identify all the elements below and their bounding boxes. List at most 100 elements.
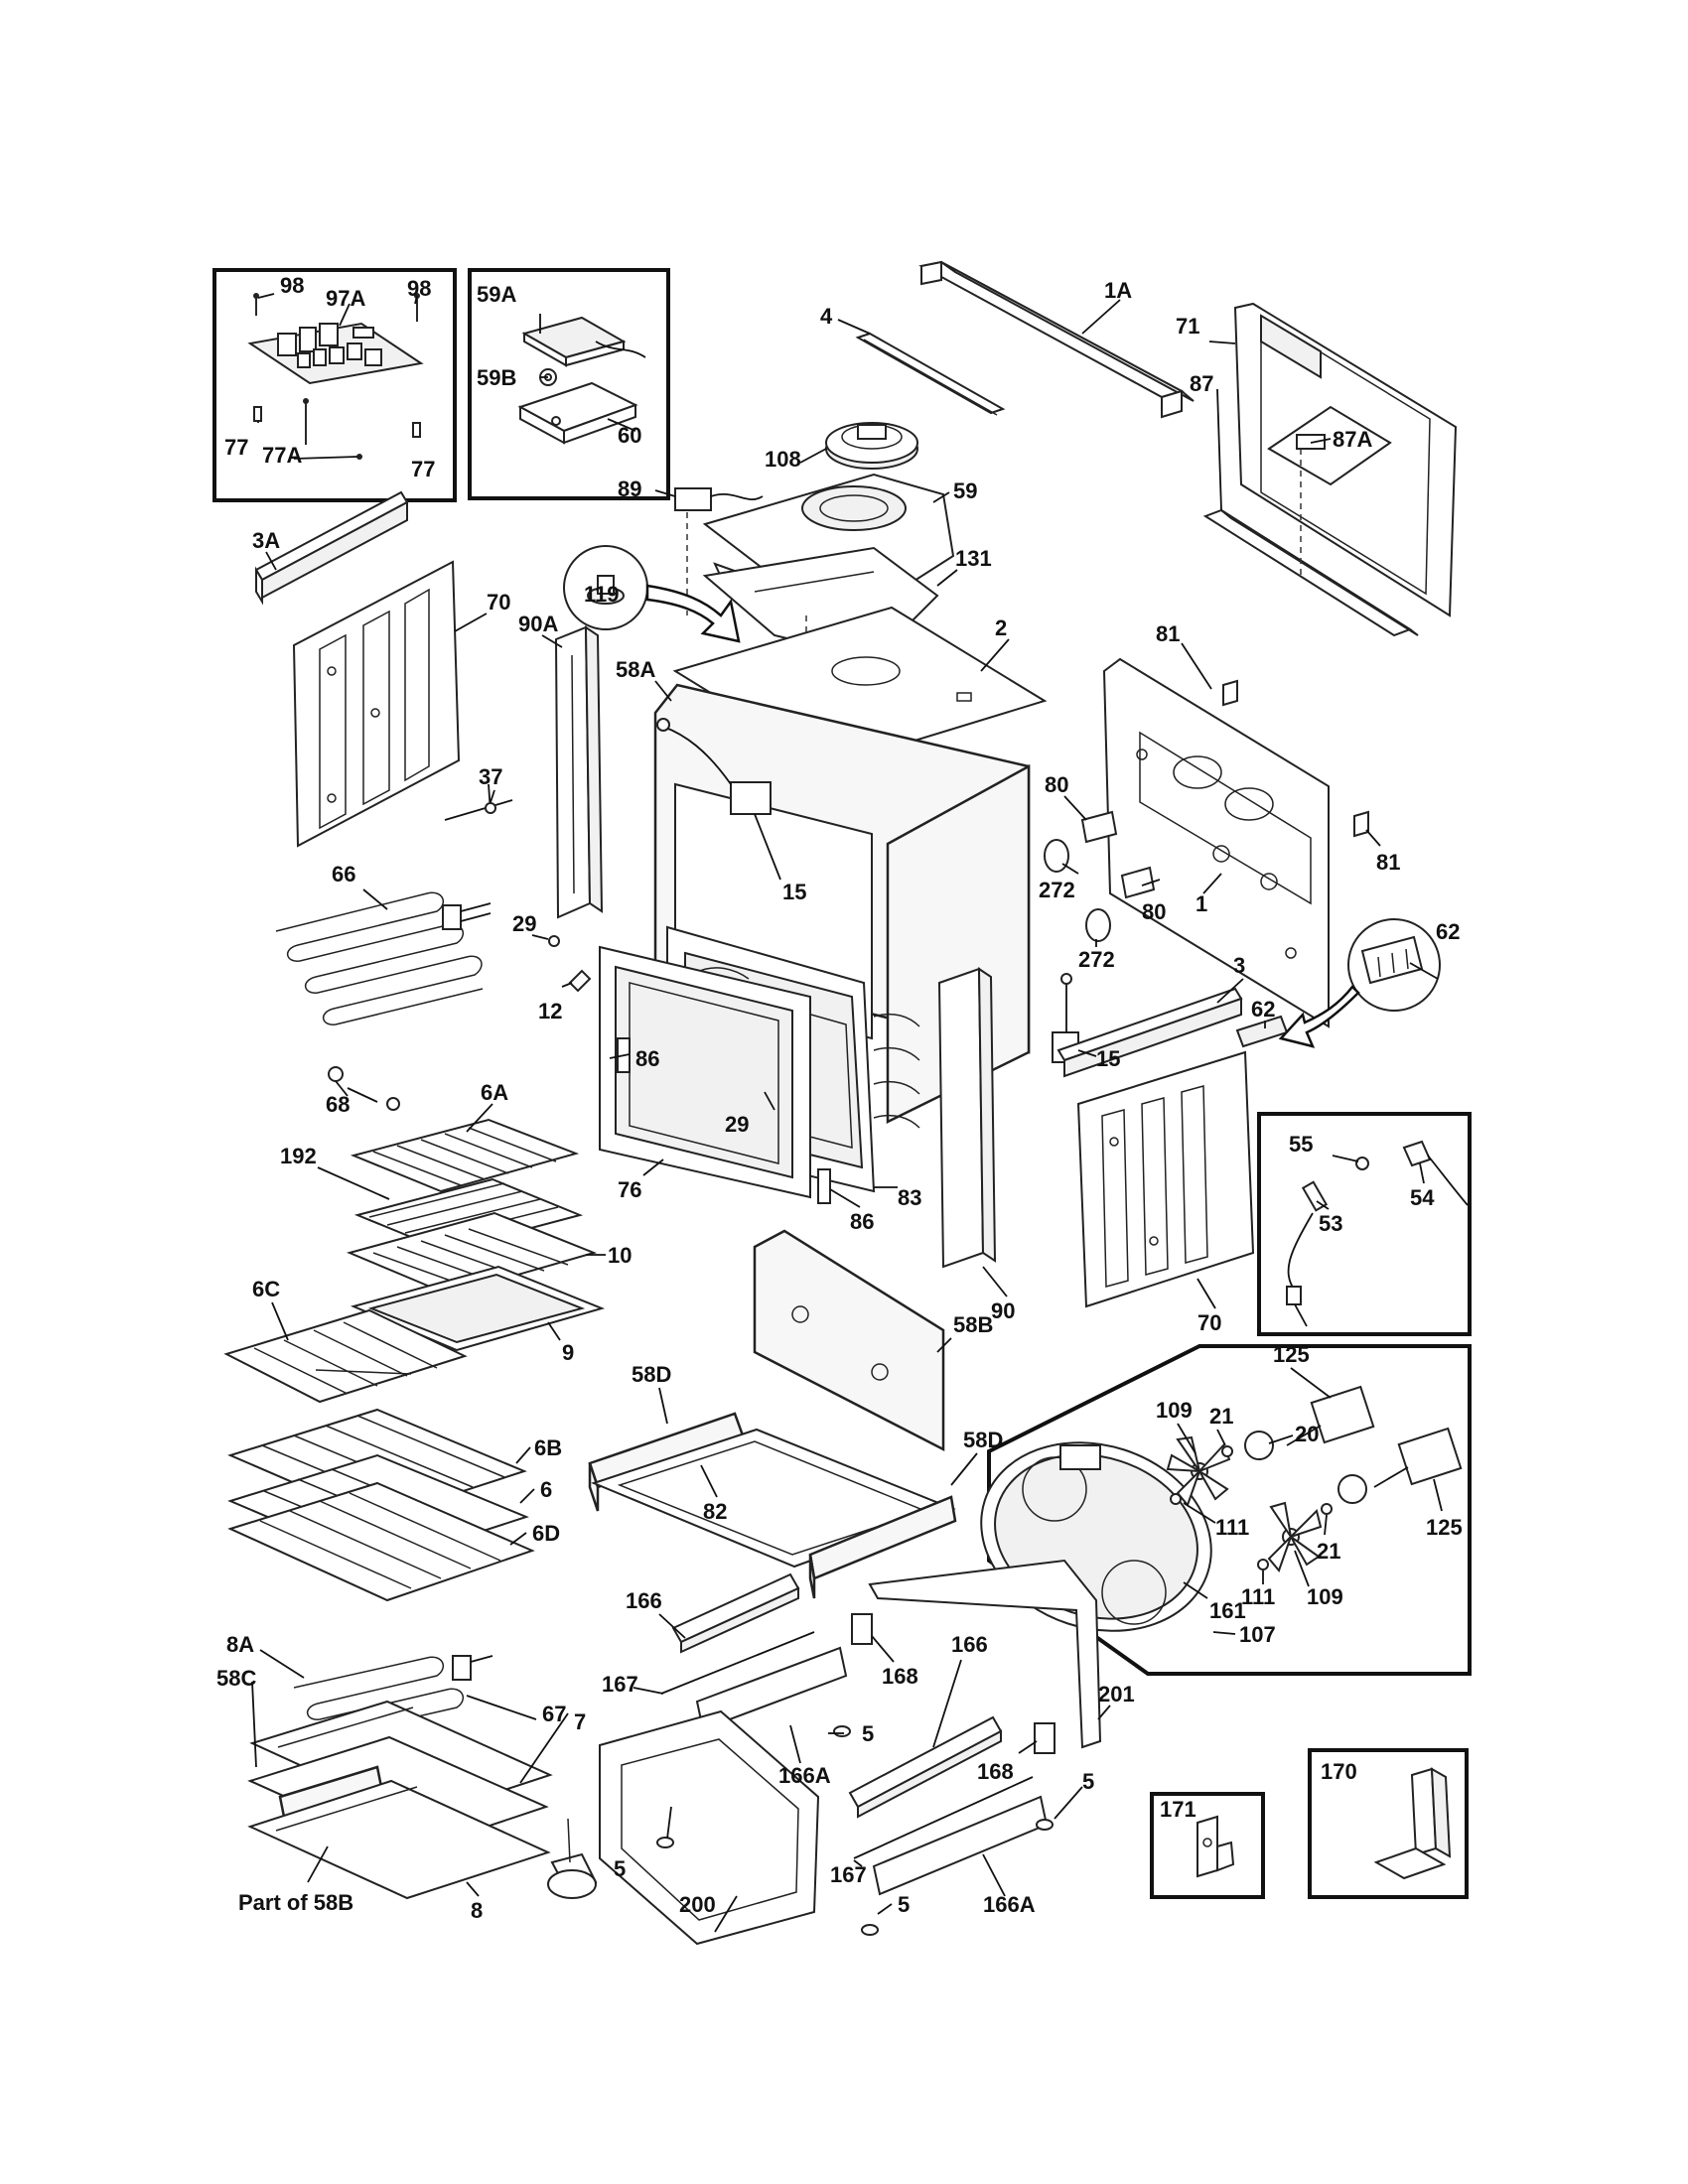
right-lower-side-panel <box>1076 1050 1255 1308</box>
leveling-leg-callout <box>547 1818 598 1899</box>
label-6C: 6C <box>252 1277 280 1301</box>
label-1: 1 <box>1196 891 1207 916</box>
lower-insulation-strip-left <box>588 1412 745 1512</box>
label-21: 21 <box>1317 1539 1340 1564</box>
label-15: 15 <box>782 880 806 904</box>
label-8A: 8A <box>226 1632 254 1657</box>
control-board <box>247 293 424 460</box>
label-part-of-58B: Part of 58B <box>238 1890 353 1915</box>
label-109: 109 <box>1307 1584 1343 1609</box>
screw-29 <box>548 935 560 947</box>
label-7: 7 <box>574 1709 586 1734</box>
oven-rack-6C <box>223 1308 468 1404</box>
label-86: 86 <box>850 1209 874 1234</box>
label-6A: 6A <box>481 1080 508 1105</box>
label-59: 59 <box>953 478 977 503</box>
label-59B: 59B <box>477 365 516 390</box>
convection-fan-inset-frame <box>987 1344 1472 1676</box>
left-side-panel <box>292 560 461 848</box>
label-125: 125 <box>1426 1515 1463 1540</box>
screws-68 <box>328 1066 400 1111</box>
label-77A: 77A <box>262 443 302 468</box>
door-lock-motor <box>674 487 764 615</box>
label-62: 62 <box>1251 997 1275 1022</box>
fan-nuts-21 <box>1221 1445 1333 1515</box>
bake-element-8A <box>293 1655 493 1736</box>
label-76: 76 <box>618 1177 641 1202</box>
label-12: 12 <box>538 999 562 1024</box>
label-89: 89 <box>618 477 641 501</box>
label-87A: 87A <box>1333 427 1372 452</box>
bracket-171 <box>1196 1815 1235 1878</box>
thermocouple-probe <box>1286 1140 1469 1327</box>
oven-front-frame <box>599 945 831 1204</box>
label-81: 81 <box>1376 850 1400 875</box>
label-62: 62 <box>1436 919 1460 944</box>
fan-nuts-111 <box>1170 1493 1269 1570</box>
label-66: 66 <box>332 862 355 887</box>
drawer-side-201 <box>868 1559 1102 1749</box>
label-170: 170 <box>1321 1759 1357 1784</box>
label-29: 29 <box>512 911 536 936</box>
label-90: 90 <box>991 1298 1015 1323</box>
label-98: 98 <box>280 273 304 298</box>
thermocouple-inset-frame <box>1257 1112 1472 1336</box>
label-167: 167 <box>830 1862 867 1887</box>
label-29: 29 <box>725 1112 749 1137</box>
bottom-panel-8 <box>247 1779 551 1900</box>
label-1A: 1A <box>1104 278 1132 303</box>
lower-insulation-back <box>753 1229 945 1452</box>
side-channel-left <box>554 625 604 919</box>
power-module <box>517 316 646 445</box>
label-58D: 58D <box>963 1428 1003 1452</box>
label-67: 67 <box>542 1702 566 1726</box>
label-171: 171 <box>1160 1797 1196 1822</box>
door-lock-assembly <box>656 718 772 815</box>
rear-panel <box>1202 302 1458 637</box>
bracket-170 <box>1373 1767 1452 1880</box>
label-166A: 166A <box>983 1892 1036 1917</box>
label-86: 86 <box>635 1046 659 1071</box>
label-98: 98 <box>407 276 431 301</box>
label-70: 70 <box>1197 1310 1221 1335</box>
label-59A: 59A <box>477 282 516 307</box>
label-5: 5 <box>862 1721 874 1746</box>
fan-blade-bottom <box>1267 1501 1323 1572</box>
label-9: 9 <box>562 1340 574 1365</box>
label-15: 15 <box>1096 1046 1120 1071</box>
label-272: 272 <box>1078 947 1115 972</box>
label-10: 10 <box>608 1243 632 1268</box>
left-side-trim <box>254 490 409 606</box>
drawer-slide-166-right <box>848 1715 1003 1819</box>
label-83: 83 <box>898 1185 921 1210</box>
leveling-legs-5 <box>656 1725 1054 1936</box>
label-111: 111 <box>1215 1515 1249 1540</box>
lower-insulation-strip-right <box>808 1495 957 1599</box>
label-80: 80 <box>1142 899 1166 924</box>
label-8: 8 <box>471 1898 483 1923</box>
drawer-front-frame <box>599 1709 820 1946</box>
fan-baffles-20 <box>1244 1431 1367 1504</box>
label-77: 77 <box>411 457 435 481</box>
label-107: 107 <box>1239 1622 1276 1647</box>
label-53: 53 <box>1319 1211 1342 1236</box>
label-6D: 6D <box>532 1521 560 1546</box>
label-111: 111 <box>1241 1584 1275 1609</box>
callout-labels: 98 97A 98 77 77A 77 59A 59B 60 1A 4 71 8… <box>216 273 1463 1923</box>
fan-motor-top <box>1286 1385 1375 1446</box>
right-side-trim <box>1056 987 1243 1078</box>
broil-element <box>275 891 492 1025</box>
label-37: 37 <box>479 764 502 789</box>
label-54: 54 <box>1410 1185 1435 1210</box>
brackets-80 <box>1080 810 1156 899</box>
label-119: 119 <box>584 582 620 607</box>
label-4: 4 <box>820 304 833 329</box>
label-5: 5 <box>1082 1769 1094 1794</box>
label-77: 77 <box>224 435 248 460</box>
cooling-fan-motor <box>825 422 918 470</box>
label-3A: 3A <box>252 528 280 553</box>
label-20: 20 <box>1295 1422 1319 1446</box>
broil-pan <box>350 1265 606 1352</box>
lamp-12 <box>568 969 592 993</box>
